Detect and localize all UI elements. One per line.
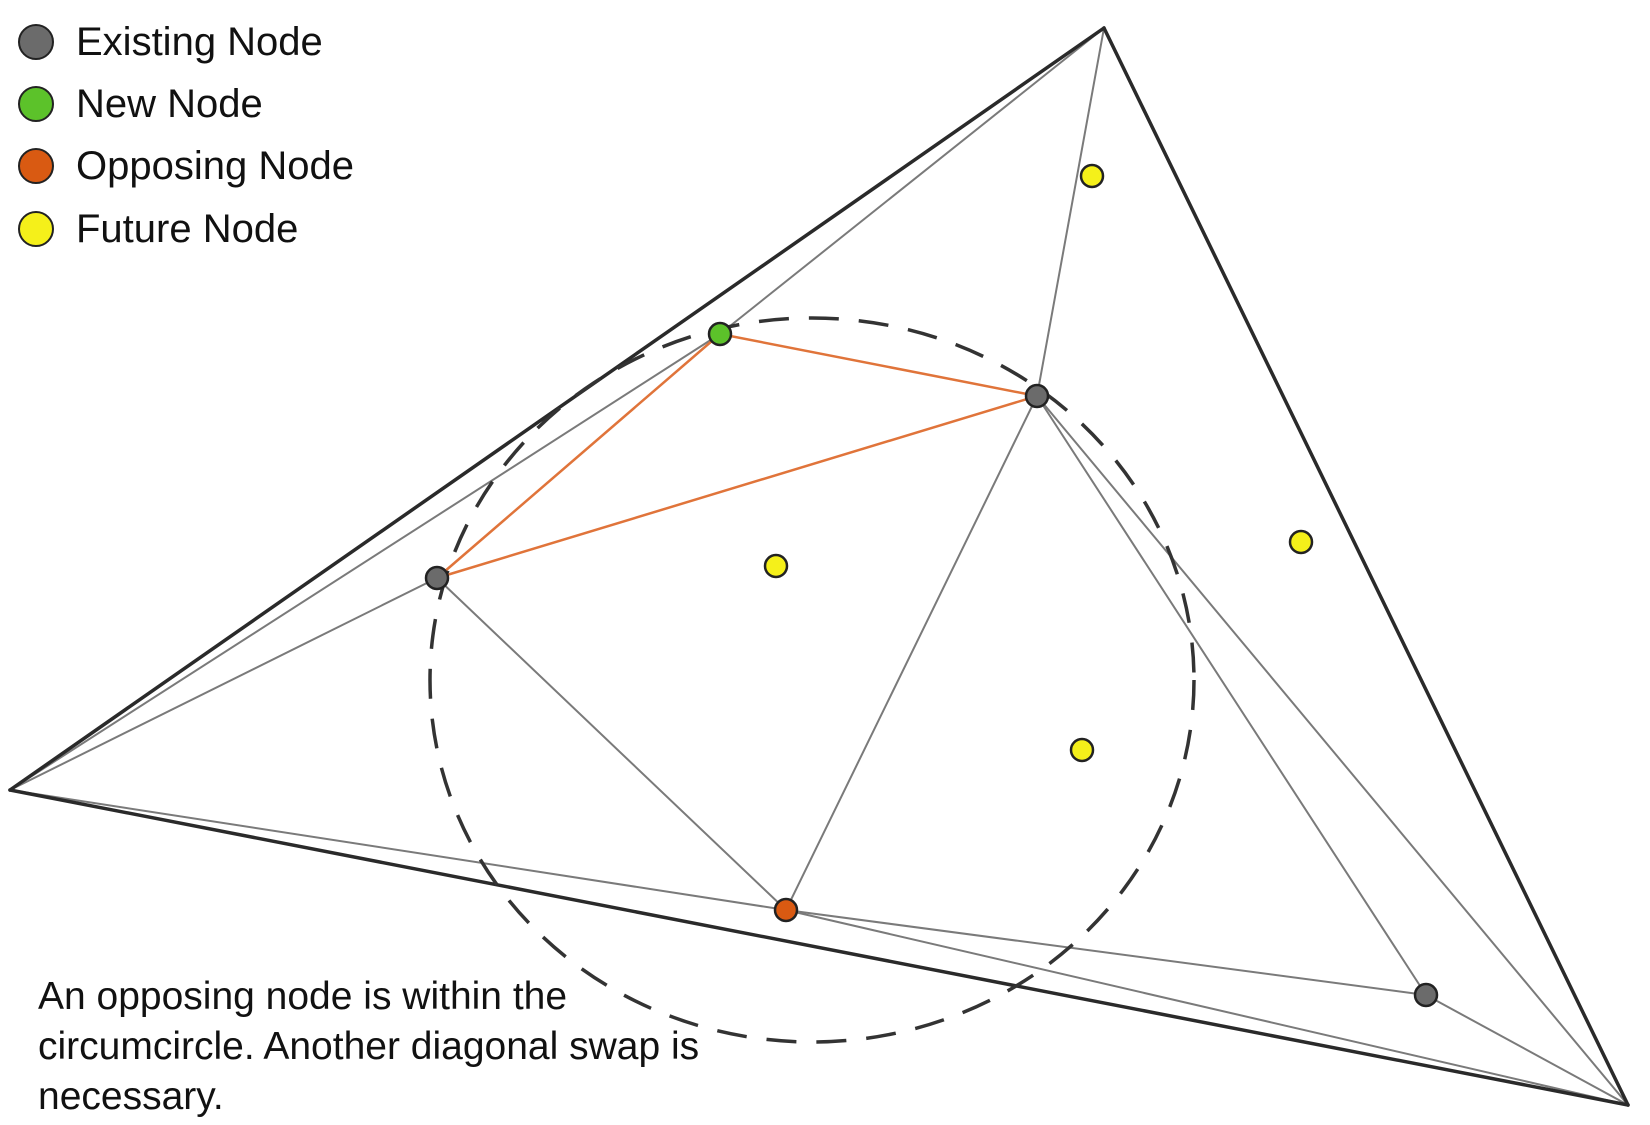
legend-label-future-node: Future Node [76, 207, 299, 251]
mesh-edge-gray3-rightApex [1425, 994, 1629, 1106]
future-node [763, 553, 789, 579]
legend-item-new-node: New Node [18, 80, 263, 128]
mesh-edge-orange-gray3 [785, 909, 1427, 996]
mesh-edge-gray1-gray3 [1036, 395, 1427, 996]
legend-label-existing-node: Existing Node [76, 20, 323, 64]
highlight-edge-diagonal [435, 394, 1039, 580]
node-layer [424, 163, 1439, 1008]
new-node-swatch [18, 86, 54, 122]
mesh-edge-gray1-rightApex [1036, 395, 1629, 1106]
mesh-edge-orange-rightApex [785, 909, 1629, 1106]
existing-node [1413, 982, 1439, 1008]
new-node [707, 321, 733, 347]
outer-edge-bottom [8, 788, 1630, 1107]
opposing-node-swatch [18, 148, 54, 184]
outer-edge-right [1102, 26, 1630, 1107]
legend-label-new-node: New Node [76, 82, 263, 126]
highlight-edges [435, 332, 1039, 580]
future-node [1079, 163, 1105, 189]
legend-item-existing-node: Existing Node [18, 18, 323, 66]
caption: An opposing node is within the circumcir… [38, 972, 778, 1122]
mesh-edge-green-topApex [719, 27, 1105, 335]
highlight-edge-new-to-left [435, 332, 722, 580]
future-node [1069, 737, 1095, 763]
existing-node [1024, 383, 1050, 409]
mesh-edges [9, 27, 1629, 1106]
existing-node-swatch [18, 24, 54, 60]
future-node [1288, 529, 1314, 555]
legend-label-opposing-node: Opposing Node [76, 144, 354, 188]
future-node-swatch [18, 211, 54, 247]
circumcircle-layer [428, 316, 1196, 1044]
mesh-edge-topApex-gray1 [1036, 27, 1105, 397]
caption-line-1: An opposing node is within the [38, 975, 568, 1018]
opposing-node [773, 897, 799, 923]
mesh-edge-leftApex-gray2 [9, 577, 438, 791]
mesh-edge-orange-gray1 [785, 395, 1038, 911]
mesh-edge-leftApex-orange [9, 789, 787, 911]
circumcircle [428, 316, 1196, 1044]
legend-item-future-node: Future Node [18, 205, 298, 253]
existing-node [424, 565, 450, 591]
highlight-edge-new-to-existing [718, 332, 1039, 398]
legend-item-opposing-node: Opposing Node [18, 142, 354, 190]
mesh-edge-gray2-orange [436, 577, 787, 911]
mesh-edge-leftApex-green [9, 333, 721, 791]
caption-line-3: necessary. [38, 1075, 224, 1118]
caption-line-2: circumcircle. Another diagonal swap is [38, 1025, 700, 1068]
